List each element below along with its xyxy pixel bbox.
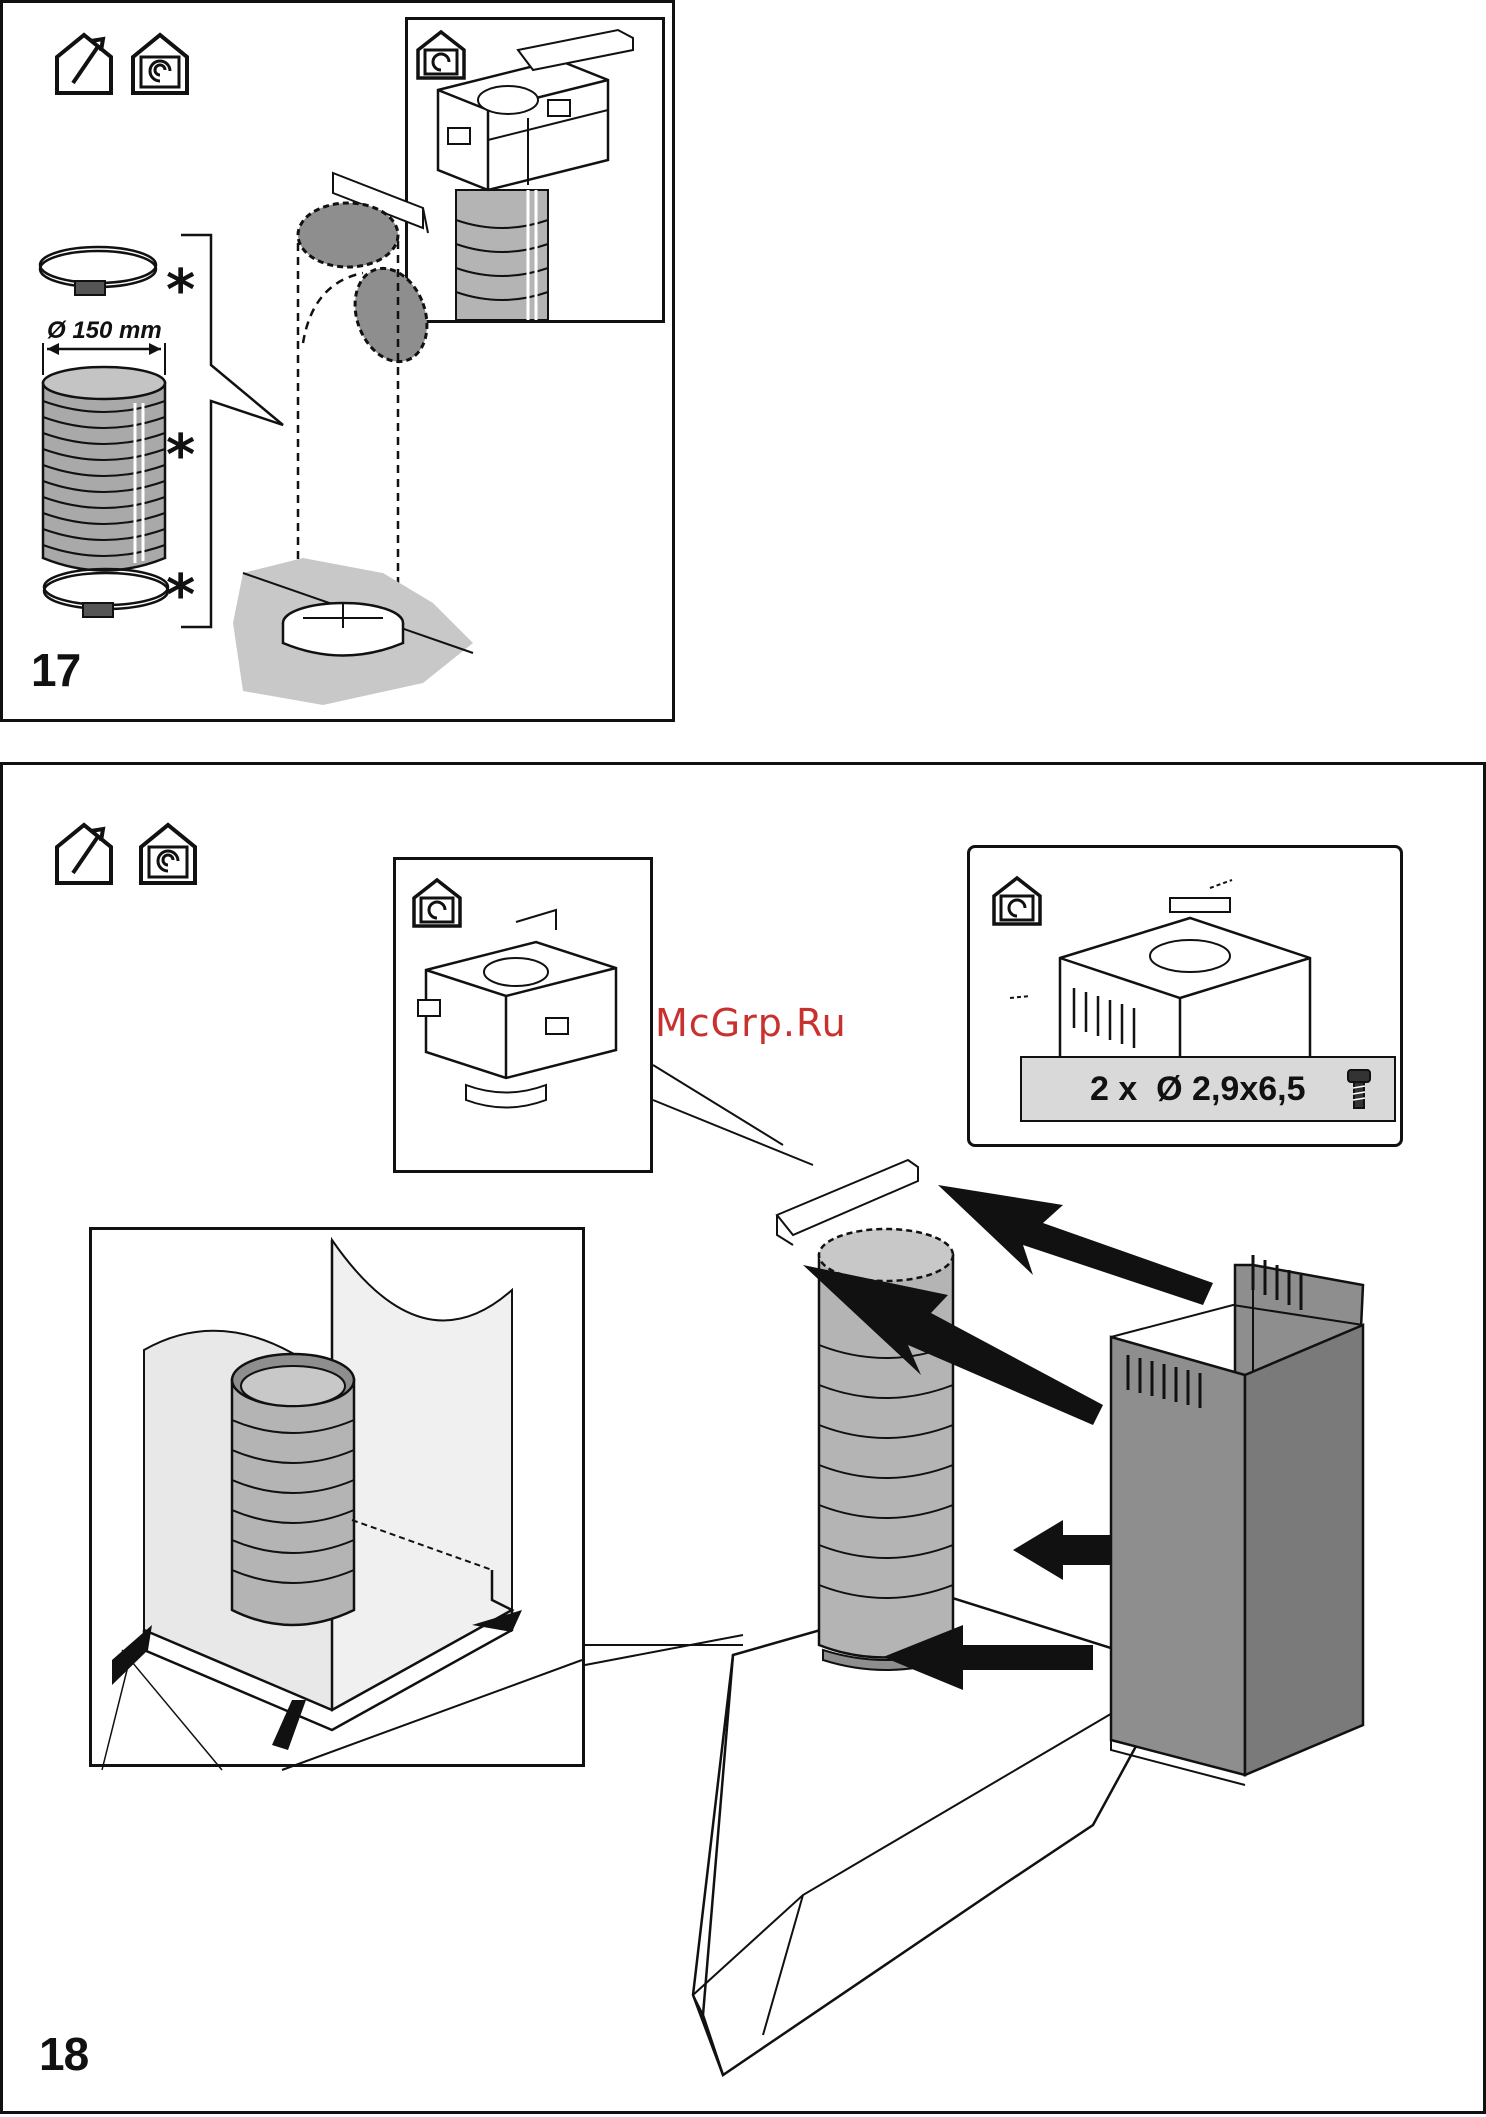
step-17-parts-illustration xyxy=(3,3,678,725)
arrow-hood-right xyxy=(1013,1520,1113,1580)
step-17-panel: * * * Ø 150 mm 17 xyxy=(0,0,675,722)
hood-chimney-illustration xyxy=(3,765,1486,2117)
lower-chimney xyxy=(1111,1337,1245,1775)
asterisk-top: * xyxy=(166,263,195,319)
flexible-duct xyxy=(43,367,165,571)
watermark: McGrp.Ru xyxy=(655,1001,847,1045)
asterisk-bottom: * xyxy=(166,568,195,624)
arrow-chimney-top xyxy=(938,1185,1213,1305)
step-17-number: 17 xyxy=(31,643,80,697)
step-18-number: 18 xyxy=(39,2027,88,2081)
duct-diameter-label: Ø 150 mm xyxy=(47,317,162,345)
duct-side-ellipse xyxy=(343,258,440,371)
duct-top-ellipse xyxy=(298,203,398,267)
step-18-panel: 2 x Ø 2,9x6,5 xyxy=(0,762,1486,2114)
asterisk-middle: * xyxy=(166,428,195,484)
